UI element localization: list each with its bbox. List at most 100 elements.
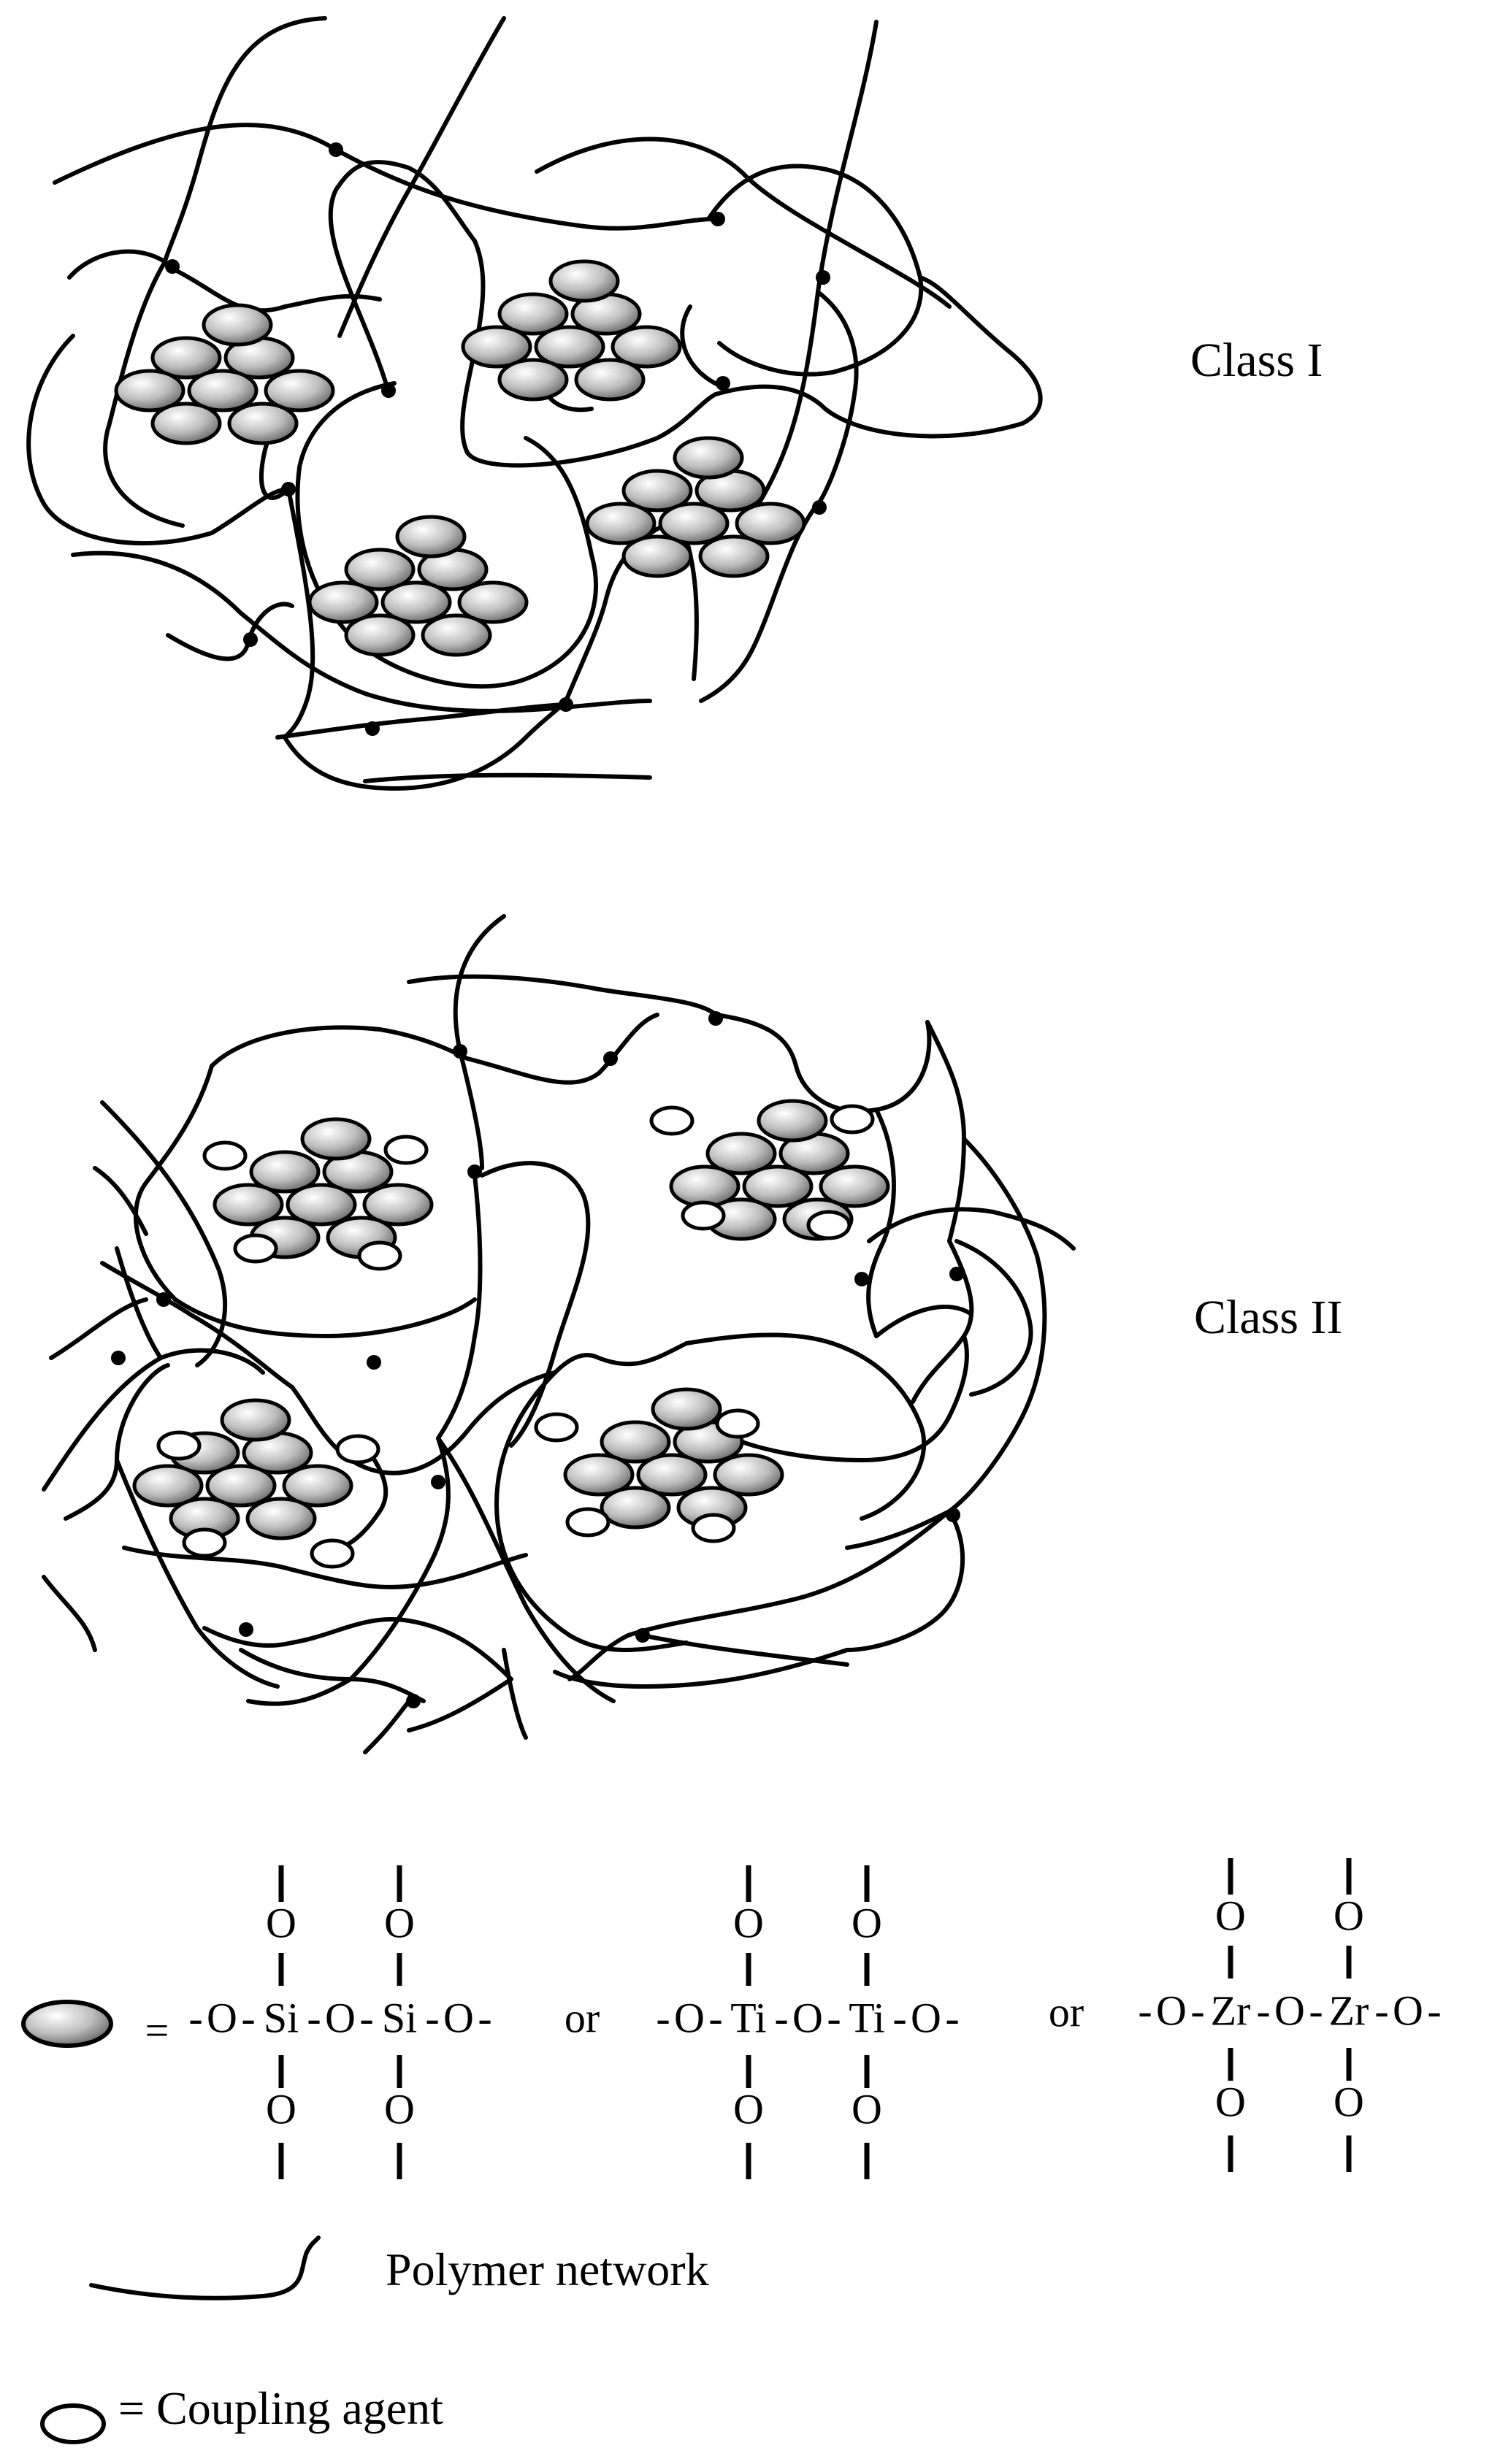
coupling-agent [806,1210,852,1240]
filler-particle [307,580,379,624]
legend-filler-cluster-icon [21,2000,113,2048]
filler-cluster [132,1398,353,1540]
coupling-agent [534,1412,579,1443]
oxygen-atom-label: O [792,1994,823,2041]
metal-atom-label: Zr [1329,1987,1369,2034]
metal-atom-label: Ti [730,1994,767,2041]
or-separator: or [565,1994,600,2041]
oxygen-atom-label: O [325,1994,356,2041]
bond-dash: - [892,1994,906,2041]
bond-dash: - [241,1994,255,2041]
oxygen-atom-label: O [266,2085,296,2133]
polymer-network-legend: Polymer network [89,2235,709,2300]
filler-particle [344,548,416,591]
filler-particle [534,325,605,369]
filler-particle [202,303,273,347]
oxygen-atom-label: O [207,1994,237,2041]
coupling-agent [715,1408,760,1439]
filler-particle [621,469,693,513]
filler-particle [150,336,222,380]
bond-dash: - [188,1994,202,2041]
coupling-agent [383,1135,429,1165]
filler-particle [220,1398,291,1442]
oxygen-atom-label: O [674,1994,705,2041]
filler-particle [497,358,569,402]
oxygen-atom-label: O [852,1899,882,1946]
filler-particle [819,1164,890,1208]
filler-particle [600,1420,671,1464]
class1-label: Class I [1190,334,1323,387]
coupling-agent [681,1200,726,1231]
filler-cluster [461,259,682,402]
coupling-agent [830,1104,875,1135]
class1-crosslink-nodes [165,142,830,736]
oxygen-atom-label: O [1215,1892,1246,1939]
filler-particle [187,369,259,412]
filler-particle [585,502,657,545]
filler-particle [600,1486,671,1530]
oxygen-atom-label: O [1333,2078,1364,2125]
filler-particle [757,1099,828,1143]
bond-dash: - [1256,1987,1270,2034]
filler-particle [421,613,492,657]
legend-coupling-label: = Coupling agent [118,2382,443,2434]
metal-atom-label: Si [264,1994,299,2041]
filler-particle [461,325,532,369]
filler-particle [150,402,222,445]
coupling-agent [649,1105,694,1136]
class2-crosslink-nodes [111,1011,964,1708]
bond-dash: - [1309,1987,1323,2034]
oxygen-atom-label: O [733,1899,764,1946]
filler-cluster [307,515,529,657]
bond-dash: - [656,1994,670,2041]
oxygen-atom-label: O [1215,2078,1246,2125]
filler-particle [713,1453,784,1497]
filler-particle [658,502,730,545]
filler-particle [574,358,646,402]
coupling-agent [233,1233,278,1264]
equals-sign: = [145,2006,169,2054]
chemical-structure-legend: =-O-Si-O-Si-O-OOOOor-O-Ti-O-Ti-O-OOOOor-… [21,1858,1442,2179]
filler-cluster [585,436,806,578]
filler-particle [213,1183,284,1227]
oxygen-atom-label: O [1156,1987,1187,2034]
coupling-agent-legend: = Coupling agent [40,2382,443,2444]
filler-particle [205,1464,277,1508]
filler-particle [611,325,682,369]
filler-particle [742,1164,814,1208]
coupling-agent [202,1140,248,1171]
coupling-agent [691,1513,736,1543]
filler-cluster [669,1099,890,1241]
filler-particle [380,580,452,624]
filler-cluster [114,303,335,445]
filler-particle [249,1150,321,1194]
class2-label: Class II [1194,1291,1342,1344]
filler-particle [395,515,467,559]
oxygen-atom-label: O [384,2085,415,2133]
coupling-agent [565,1507,611,1538]
filler-particle [282,1464,353,1508]
or-separator: or [1049,1988,1084,2035]
class2-polymer-network [42,914,1076,1754]
metal-atom-label: Si [382,1994,417,2041]
oxygen-atom-label: O [384,1899,415,1946]
oxygen-atom-label: O [911,1994,941,2041]
legend-polymer-label: Polymer network [386,2244,709,2295]
filler-particle [286,1183,357,1227]
bond-dash: - [708,1994,722,2041]
bond-dash: - [1374,1987,1388,2034]
filler-particle [673,436,744,480]
coupling-agent [310,1538,355,1569]
metal-atom-label: Zr [1211,1987,1251,2034]
filler-particle [621,534,693,578]
filler-particle [457,580,529,624]
coupling-agent [182,1527,227,1558]
filler-particle [563,1453,635,1497]
bond-dash: - [478,1994,491,2041]
bond-dash: - [1190,1987,1204,2034]
filler-particle [114,369,185,412]
bond-dash: - [827,1994,841,2041]
bond-dash: - [425,1994,439,2041]
bond-dash: - [307,1994,321,2041]
inorganic-filler-clusters [114,259,890,1540]
